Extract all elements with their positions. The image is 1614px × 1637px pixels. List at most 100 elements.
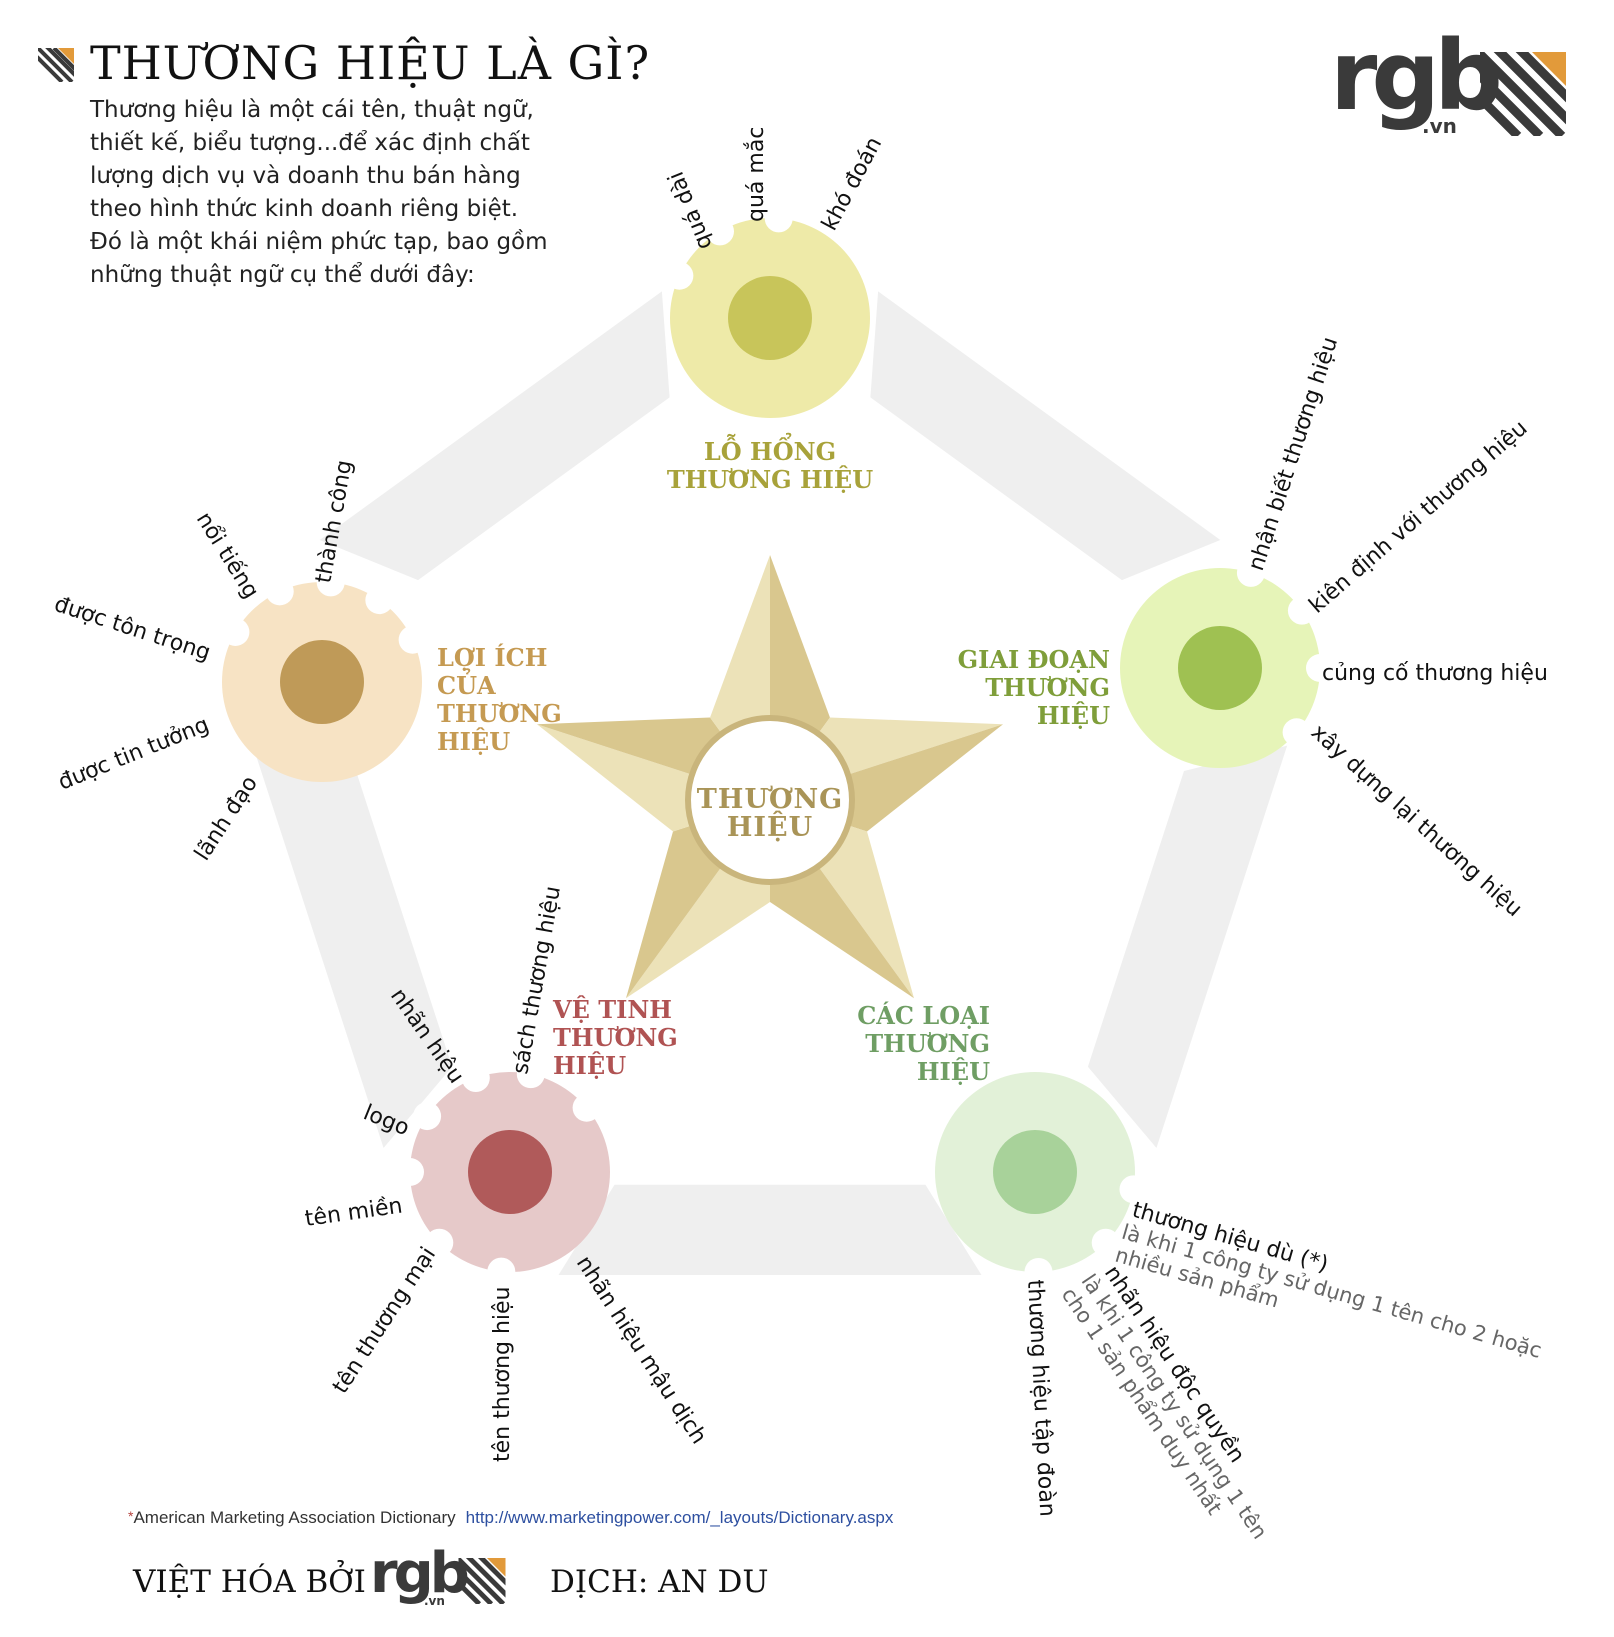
intro-line: theo hình thức kinh doanh riêng biệt. (90, 196, 519, 222)
center-circle (685, 715, 855, 885)
star-facet (770, 724, 1004, 832)
page-title: THƯƠNG HIỆU LÀ GÌ? (90, 36, 651, 90)
gear-label-line: LỖ HỔNG (704, 432, 836, 466)
pentagon-ring (252, 291, 1288, 1276)
gear-giai-doan: GIAI ĐOẠN THƯƠNG HIỆU nhận biết thương h… (958, 334, 1548, 922)
gear-notch (425, 1228, 454, 1257)
gear-ve-tinh: VỆ TINH THƯƠNG HIỆU sách thương hiệu nhã… (303, 884, 711, 1462)
gear-notch (1306, 654, 1334, 682)
star-facet (770, 800, 915, 999)
gear-notch (413, 1102, 442, 1131)
logo-text: rgb (1330, 20, 1503, 132)
gear-body (670, 218, 870, 418)
gear-label-line: THƯƠNG (865, 1029, 990, 1058)
center-label-line: HIỆU (727, 810, 813, 843)
star-facet (536, 724, 770, 832)
gear-notch (1024, 1257, 1053, 1286)
gear-core (728, 276, 812, 360)
gear-term-note: là khi 1 công ty sử dụng 1 tên cho 2 hoặ… (1119, 1220, 1544, 1363)
gear-label-line: HIỆU (553, 1051, 626, 1080)
star-facet (770, 555, 830, 800)
rgb-logo: rgb .vn (370, 1546, 510, 1610)
gear-term: khó đoán (817, 133, 887, 235)
gear-notch (706, 217, 734, 246)
gear-term: nhận biết thương hiệu (1244, 334, 1343, 574)
intro-line: Đó là một khái niệm phức tạp, bao gồm (90, 229, 548, 255)
gear-term: tên thương hiệu (490, 1286, 515, 1462)
gear-notch (396, 1158, 424, 1186)
star-facet (710, 555, 770, 800)
gear-core (468, 1130, 552, 1214)
intro-line: lượng dịch vụ và doanh thu bán hàng (90, 163, 521, 189)
footnote-mark: * (128, 1508, 134, 1524)
center-star (536, 555, 1004, 999)
star-facet (536, 717, 770, 800)
gear-core (993, 1130, 1077, 1214)
gear-label-line: THƯƠNG (437, 699, 562, 728)
footnote: *American Marketing Association Dictiona… (128, 1508, 893, 1528)
gear-label-line: THƯƠNG (553, 1023, 678, 1052)
logo-text: rgb (370, 1541, 470, 1606)
translator-credit: DỊCH: AN DU (550, 1564, 769, 1600)
gear-term: thương hiệu dù (*) (1129, 1198, 1331, 1278)
gear-notch (461, 1064, 490, 1093)
gear-term: nổi tiếng (191, 508, 263, 603)
ring-segment (1087, 745, 1288, 1148)
gear-term: được tôn trọng (51, 592, 213, 666)
star-facet (770, 717, 1004, 800)
gear-term: được tin tưởng (55, 712, 213, 795)
star-facet (770, 800, 915, 999)
gear-body (221, 581, 422, 783)
gear-term-note: cho 1 sản phẩm duy nhất (1057, 1283, 1227, 1519)
gear-term: xây dựng lại thương hiệu (1306, 720, 1527, 922)
gear-term: củng cố thương hiệu (1322, 661, 1548, 686)
gear-notch (265, 577, 294, 606)
gear-notch (665, 261, 694, 290)
gear-lo-hong: LỖ HỔNG THƯƠNG HIỆU quá dài quá mắc khó … (664, 127, 888, 494)
intro-line: thiết kế, biểu tượng...để xác định chất (90, 130, 530, 156)
stripes-icon (1480, 52, 1566, 136)
gear-term: nhãn hiệu mậu dịch (571, 1252, 711, 1449)
gear-label-line: LỢI ÍCH (437, 643, 547, 672)
gear-term-note: là khi 1 công ty sử dụng 1 tên (1077, 1270, 1272, 1544)
gear-body (410, 1072, 610, 1272)
gear-notch (1236, 558, 1265, 587)
gear-notch (221, 618, 250, 646)
gear-term: quá mắc (744, 127, 769, 222)
gear-label-line: HIỆU (437, 727, 510, 756)
stripes-icon (38, 48, 74, 82)
gear-core (280, 640, 364, 724)
intro-line: Thương hiệu là một cái tên, thuật ngữ, (90, 97, 534, 123)
footnote-link[interactable]: http://www.marketingpower.com/_layouts/D… (465, 1508, 894, 1527)
gear-term-note: nhiều sản phẩm (1113, 1243, 1282, 1313)
rgb-logo: rgb .vn (1330, 28, 1570, 138)
intro-paragraph: Thương hiệu là một cái tên, thuật ngữ, t… (90, 94, 610, 292)
gear-term: lãnh đạo (190, 772, 263, 866)
gear-notch (487, 1257, 516, 1286)
gear-label-line: HIỆU (1037, 701, 1110, 730)
gear-term: sách thương hiệu (508, 884, 566, 1076)
gear-cac-loai: CÁC LOẠI THƯƠNG HIỆU thương hiệu dù (*) … (857, 1001, 1544, 1544)
gear-term: nhãn hiệu độc quyền (1099, 1261, 1249, 1467)
ring-segment (252, 745, 453, 1148)
gear-notch (1282, 718, 1311, 747)
gear-notch (1287, 596, 1316, 625)
gear-label-line: THƯƠNG HIỆU (667, 465, 873, 494)
center-label-line: THƯƠNG (697, 784, 843, 815)
gear-loi-ich: LỢI ÍCH CỦA THƯƠNG HIỆU thành công nổi t… (51, 458, 562, 865)
footnote-source: American Marketing Association Dictionar… (133, 1508, 456, 1527)
gear-term: logo (360, 1100, 413, 1141)
intro-line: những thuật ngữ cụ thể dưới đây: (90, 262, 475, 288)
gear-term: tên thương mại (328, 1243, 441, 1398)
translated-by-label: VIỆT HÓA BỞI (133, 1564, 366, 1600)
gear-label-line: VỆ TINH (552, 995, 672, 1024)
gear-notch (516, 1060, 545, 1089)
star-facet (625, 800, 770, 999)
gear-core (1178, 626, 1262, 710)
gear-term: thành công (311, 458, 357, 585)
gear-notch (1091, 1228, 1120, 1257)
star-facet (625, 800, 770, 999)
gear-label-line: HIỆU (917, 1057, 990, 1086)
gear-label-line: CÁC LOẠI (857, 1001, 990, 1030)
logo-suffix: .vn (1422, 114, 1457, 138)
